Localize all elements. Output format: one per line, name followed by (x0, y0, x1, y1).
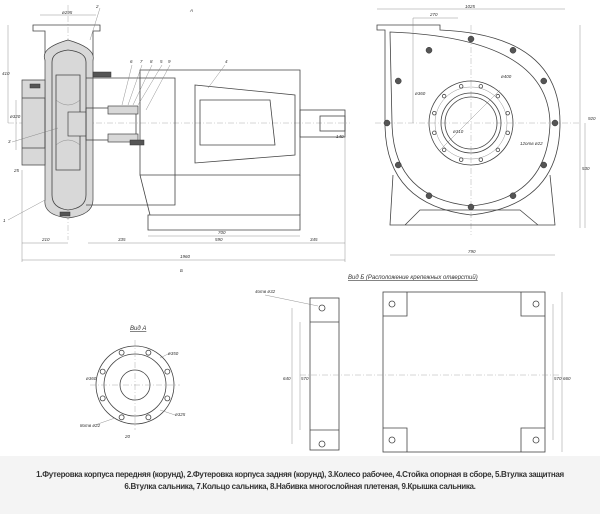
part-number: 5 (160, 59, 163, 64)
bolt-hole (432, 130, 437, 136)
bolt-hole (395, 161, 402, 169)
dimension-label: 335 (118, 237, 126, 242)
dimension-label: 920 (588, 116, 596, 121)
bolt-hole (441, 93, 447, 99)
side-bottom-marker: Б (180, 268, 183, 273)
parts-legend-line-2: 6.Втулка сальника, 7.Кольцо сальника, 8.… (124, 481, 476, 491)
bolt-hole (395, 77, 402, 85)
dimension-label: 4отв ø32 (255, 289, 276, 294)
side-view: A Б 2 6 7 8 5 9 4 1 3 ø295 410 ø320 210 … (2, 4, 350, 273)
part-number: 9 (168, 59, 171, 64)
part-number: 4 (225, 59, 228, 64)
bolt-hole (425, 192, 433, 199)
bolt-hole (478, 157, 484, 162)
part-number: 8 (150, 59, 153, 64)
dimension-label: 570 (554, 376, 562, 381)
dimension-label: 640 (283, 376, 291, 381)
dimension-label: 12отв ø22 (520, 141, 543, 146)
bolt-hole (118, 349, 125, 356)
view-b: Вид Б (Расположение крепежных отверстий)… (255, 274, 571, 453)
dimension-label: ø400 (501, 74, 512, 79)
bolt-hole (540, 77, 547, 85)
bolt-hole (145, 414, 152, 421)
dimension-label: ø320 (10, 114, 21, 119)
parts-legend-line-1: 1.Футеровка корпуса передняя (корунд), 2… (36, 469, 564, 479)
dimension-label: 530 (582, 166, 590, 171)
dimension-label: 210 (41, 237, 50, 242)
bolt-hole (425, 47, 433, 54)
dimension-label: 345 (310, 237, 318, 242)
bolt-hole (478, 84, 484, 89)
bolt-hole (458, 84, 464, 89)
bolt-hole (505, 110, 510, 116)
bolt-hole (551, 119, 559, 127)
dimension-label: 700 (218, 230, 226, 235)
bolt-hole (495, 147, 501, 153)
dimension-label: ø310 (453, 129, 464, 134)
bolt-hole (99, 368, 106, 375)
bolt-hole (145, 349, 152, 356)
dimension-label: 660 (563, 376, 571, 381)
dimension-label: 410 (2, 71, 10, 76)
front-view: 1025 270 ø400 ø360 ø310 12отв ø22 530 92… (375, 4, 596, 256)
casing-bolts (383, 35, 559, 211)
bolt-hole (99, 395, 106, 402)
bolt-hole (505, 130, 510, 136)
dimension-label: ø350 (168, 351, 179, 356)
bolt-hole (540, 161, 547, 169)
technical-drawing: A Б 2 6 7 8 5 9 4 1 3 ø295 410 ø320 210 … (2, 4, 596, 453)
dimension-label: ø360 (86, 376, 97, 381)
bolt-hole (458, 157, 464, 162)
dimension-label: 8отв ø22 (80, 423, 101, 428)
flange-holes (432, 84, 510, 162)
dimension-label: 20 (124, 434, 131, 439)
dimension-label: 140 (336, 134, 344, 139)
view-a-title: Вид А (130, 326, 146, 332)
dimension-label: 270 (429, 12, 438, 17)
part-number: 2 (95, 4, 99, 9)
part-number: 3 (8, 139, 11, 144)
dimension-label: ø360 (415, 91, 426, 96)
flange-holes (99, 349, 171, 421)
dimension-label: 570 (301, 376, 309, 381)
dimension-label: 1025 (465, 4, 476, 9)
bolt-hole (118, 414, 125, 421)
part-number: 6 (130, 59, 133, 64)
view-a: Вид А ø350 ø360 ø325 8отв ø22 20 (80, 326, 186, 439)
parts-legend: 1.Футеровка корпуса передняя (корунд), 2… (0, 456, 600, 514)
bolt-hole (164, 395, 171, 402)
bolt-hole (432, 110, 437, 116)
bolt-hole (495, 93, 501, 99)
dimension-label: 590 (215, 237, 223, 242)
part-number: 1 (3, 218, 6, 223)
part-number: 7 (140, 59, 143, 64)
bolt-hole (467, 203, 475, 211)
bolt-hole (383, 119, 391, 127)
dimension-label: 790 (468, 249, 476, 254)
bolt-hole (509, 192, 517, 199)
bolt-hole (441, 147, 447, 153)
view-b-title: Вид Б (Расположение крепежных отверстий) (348, 274, 478, 281)
bolt-hole (509, 47, 517, 54)
bolt-hole (467, 35, 475, 43)
side-view-marker: A (189, 8, 193, 13)
dimension-label: ø295 (62, 10, 73, 15)
bolt-hole (164, 368, 171, 375)
dimension-label: ø325 (175, 412, 186, 417)
dimension-label: 1960 (180, 254, 191, 259)
dimension-label: 25 (13, 168, 20, 173)
